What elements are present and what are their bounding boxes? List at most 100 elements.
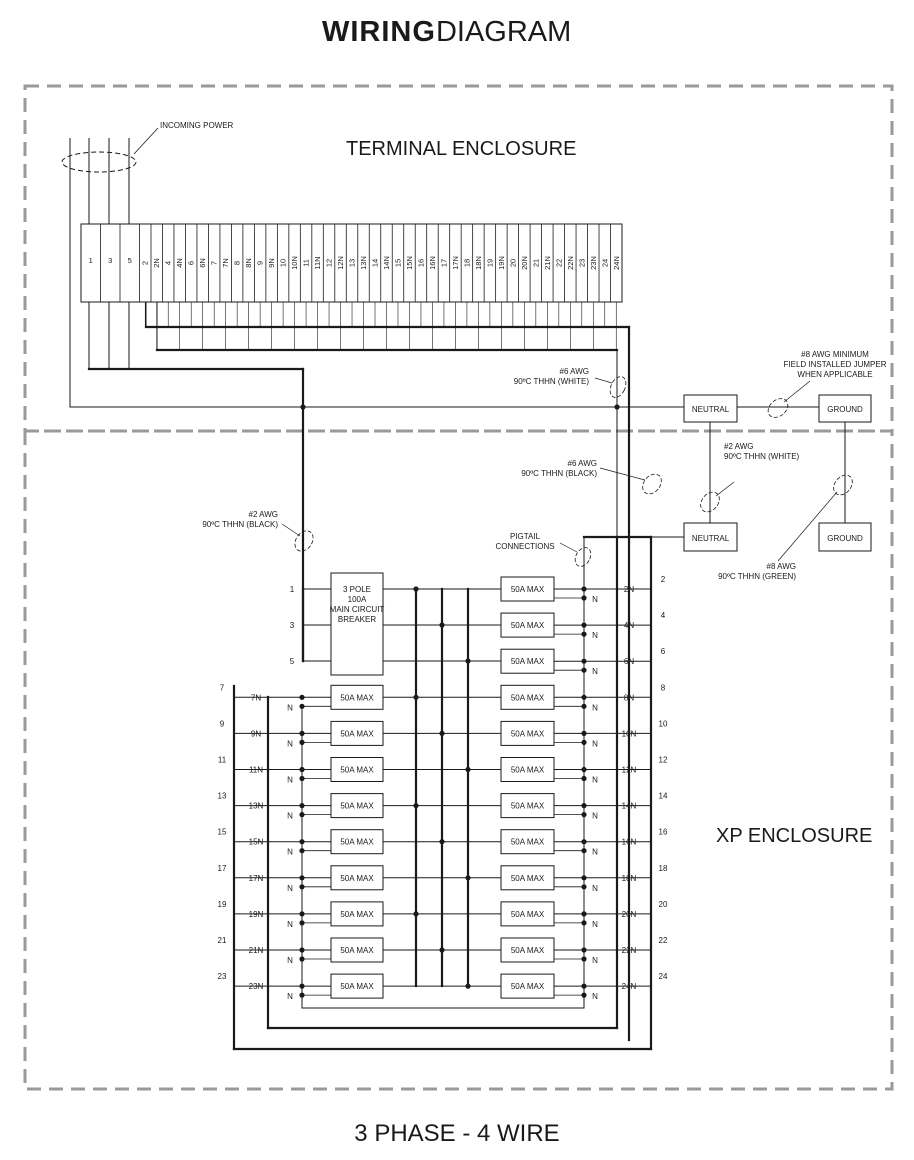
- svg-text:90ºC THHN (BLACK): 90ºC THHN (BLACK): [521, 469, 597, 478]
- circuit-number: 8: [661, 683, 666, 692]
- neutral-mark: N: [592, 703, 598, 712]
- neutral-mark: N: [592, 920, 598, 929]
- svg-text:#6 AWG: #6 AWG: [560, 367, 590, 376]
- circuit-neutral-label: 10N: [622, 729, 637, 738]
- terminal-label: 2N: [152, 258, 161, 268]
- circuit-number: 13: [218, 792, 227, 801]
- terminal-label: 10: [279, 259, 288, 267]
- svg-text:#8 AWG: #8 AWG: [767, 562, 797, 571]
- terminal-label: 14N: [382, 256, 391, 270]
- breaker-label: 50A MAX: [511, 946, 545, 955]
- junction-dot: [299, 875, 305, 881]
- circuit-number: 10: [659, 719, 668, 728]
- terminal-label: 23N: [589, 256, 598, 270]
- circuit-number: 2: [661, 575, 666, 584]
- junction-dot: [299, 884, 305, 890]
- neutral-mark: N: [592, 667, 598, 676]
- circuit-number: 15: [218, 828, 227, 837]
- breaker-left: [330, 973, 384, 999]
- terminal-label: 12: [325, 259, 334, 267]
- breaker-label: 50A MAX: [340, 982, 374, 991]
- junction-dot: [581, 694, 587, 700]
- circuit-number: 12: [659, 756, 668, 765]
- callout-8awg-green: #8 AWG 90ºC THHN (GREEN): [718, 474, 853, 581]
- callout-pigtail: PIGTAIL CONNECTIONS: [495, 532, 592, 567]
- junction-dot: [581, 956, 587, 962]
- circuit-number: 17: [218, 864, 227, 873]
- junction-dot: [299, 848, 305, 854]
- svg-text:NEUTRAL: NEUTRAL: [692, 405, 730, 414]
- junction-dot: [581, 875, 587, 881]
- junction-dot: [413, 586, 419, 592]
- breaker-right: [500, 901, 555, 927]
- breaker-right: [500, 612, 555, 638]
- circuit-number: 24: [659, 972, 668, 981]
- terminal-label: 22: [554, 259, 563, 267]
- junction-dot: [581, 622, 587, 628]
- neutral-mark: N: [592, 776, 598, 785]
- neutral-mark: N: [287, 739, 293, 748]
- svg-text:90ºC THHN (BLACK): 90ºC THHN (BLACK): [202, 520, 278, 529]
- neutral-mark: N: [592, 739, 598, 748]
- breaker-label: 50A MAX: [511, 838, 545, 847]
- incoming-power: INCOMING POWER: [61, 121, 234, 225]
- svg-text:BREAKER: BREAKER: [338, 615, 376, 624]
- svg-text:#6 AWG: #6 AWG: [568, 459, 598, 468]
- terminal-label: 21N: [543, 256, 552, 270]
- svg-text:#2 AWG: #2 AWG: [249, 510, 279, 519]
- breaker-label: 50A MAX: [511, 693, 545, 702]
- terminal-label: 3: [108, 256, 112, 265]
- main-circuit-breaker: 3 POLE 100A MAIN CIRCUIT BREAKER: [330, 572, 384, 676]
- junction-dot: [581, 884, 587, 890]
- terminal-label: 8: [233, 261, 242, 265]
- terminal-label: 24: [600, 259, 609, 267]
- svg-text:3 POLE: 3 POLE: [343, 585, 371, 594]
- breaker-label: 50A MAX: [340, 766, 374, 775]
- main-feed-number: 5: [290, 657, 295, 666]
- svg-text:90ºC THHN (WHITE): 90ºC THHN (WHITE): [724, 452, 800, 461]
- diagram-title: WIRINGDIAGRAM: [322, 16, 571, 48]
- terminal-label: 23: [577, 259, 586, 267]
- junction-dot: [581, 739, 587, 746]
- breaker-left: [330, 937, 384, 963]
- neutral-mark: N: [287, 703, 293, 712]
- junction-dot: [299, 839, 305, 845]
- junction-dot: [299, 911, 305, 917]
- junction-dot: [581, 730, 587, 737]
- junction-dot: [581, 766, 587, 773]
- circuit-number: 18: [659, 864, 668, 873]
- breaker-label: 50A MAX: [340, 693, 374, 702]
- circuit-neutral-label: 12N: [622, 766, 637, 775]
- circuit-number: 21: [218, 936, 227, 945]
- main-feed-number: 1: [290, 585, 295, 594]
- junction-dot: [581, 631, 587, 637]
- callout-2awg-black: #2 AWG 90ºC THHN (BLACK): [202, 510, 314, 552]
- breaker-left: [330, 684, 384, 710]
- breaker-right: [500, 865, 555, 891]
- terminal-label: 24N: [612, 256, 621, 270]
- incoming-power-label: INCOMING POWER: [160, 121, 234, 130]
- callout-6awg-white: #6 AWG 90ºC THHN (WHITE): [514, 367, 627, 398]
- terminal-label: 7N: [221, 258, 230, 268]
- junction-dot: [614, 404, 620, 410]
- terminal-label: 13N: [359, 256, 368, 270]
- terminal-label: 14: [371, 259, 380, 267]
- circuit-number: 20: [659, 900, 668, 909]
- terminal-label: 11: [302, 259, 311, 267]
- terminal-label: 17N: [451, 256, 460, 270]
- circuit-number: 19: [218, 900, 227, 909]
- junction-dot: [299, 920, 305, 926]
- svg-text:CONNECTIONS: CONNECTIONS: [495, 542, 554, 551]
- neutral-mark: N: [287, 920, 293, 929]
- terminal-label: 19N: [497, 256, 506, 270]
- circuit-neutral-label: 24N: [622, 982, 637, 991]
- junction-dot: [299, 983, 305, 989]
- junction-dot: [439, 622, 445, 628]
- junction-dot: [581, 848, 587, 854]
- breaker-label: 50A MAX: [511, 657, 545, 666]
- svg-text:100A: 100A: [348, 595, 367, 604]
- circuit-number: 16: [659, 828, 668, 837]
- terminal-label: 18N: [474, 256, 483, 270]
